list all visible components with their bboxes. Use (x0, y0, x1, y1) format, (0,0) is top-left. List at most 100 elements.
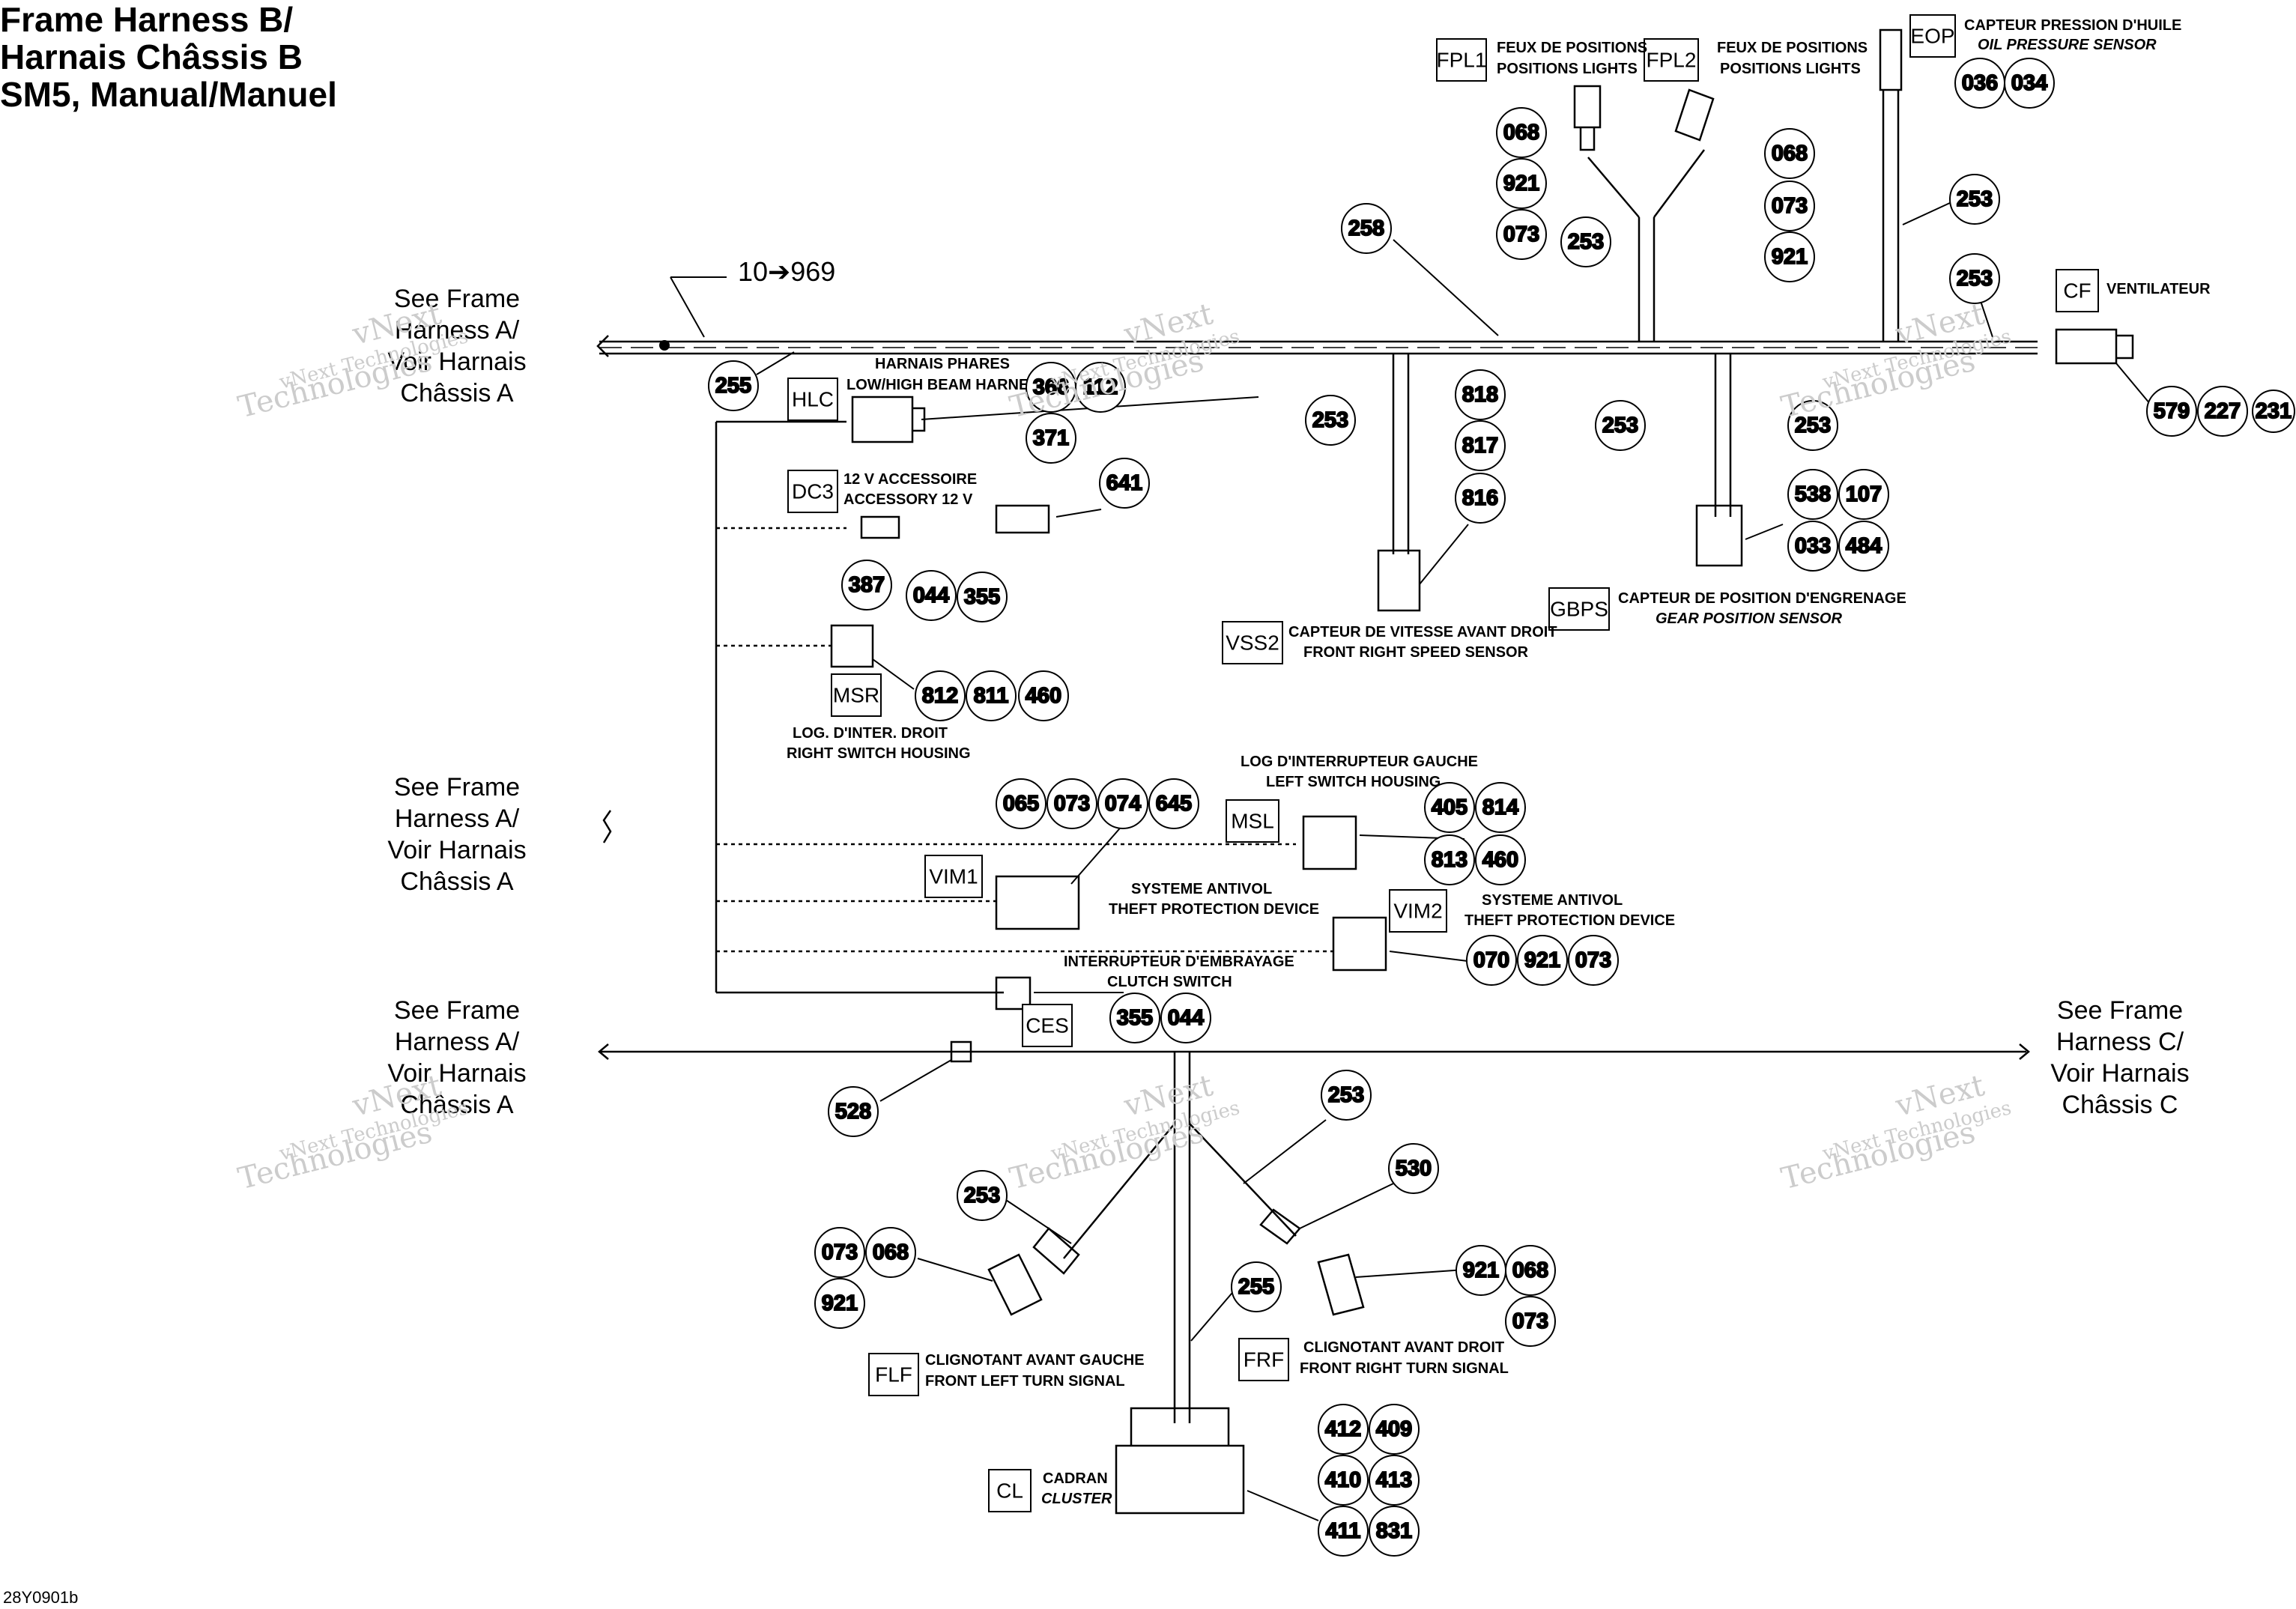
cl-code: CL (996, 1479, 1023, 1503)
part-bubble (1388, 1143, 1439, 1194)
part-bubble (966, 670, 1017, 721)
cf-connector-shape (2055, 328, 2134, 365)
leader-253b (1902, 201, 1952, 225)
msl-label-fr: LOG D'INTERRUPTEUR GAUCHE (1241, 754, 1478, 770)
fpl1-code: FPL1 (1437, 49, 1487, 72)
part-number: 070 (1473, 948, 1509, 972)
leader-816 (1419, 524, 1469, 585)
part-number: 034 (2011, 71, 2047, 95)
part-bubble (1455, 369, 1506, 420)
gbps-label-en: GEAR POSITION SENSOR (1656, 610, 1842, 627)
part-bubble (1321, 1070, 1372, 1121)
part-number: 530 (1396, 1157, 1432, 1181)
fpl1-label-fr: FEUX DE POSITIONS (1497, 40, 1647, 56)
leader-gbps (1745, 524, 1784, 540)
ces-code-box (1022, 1004, 1073, 1047)
ref-line: See Frame (393, 773, 521, 802)
part-bubble (1099, 458, 1150, 509)
part-bubble (915, 670, 966, 721)
vim2-code: VIM2 (1393, 900, 1442, 923)
ref-line: Harness C/ (2056, 1028, 2184, 1056)
fpl2-label-en: POSITIONS LIGHTS (1720, 61, 1861, 77)
part-number: 065 (1003, 792, 1039, 816)
part-number: 255 (715, 374, 751, 398)
part-bubble (1505, 1245, 1556, 1296)
part-bubble (1949, 174, 2000, 225)
part-bubble (814, 1227, 865, 1278)
ref-line: Châssis A (400, 379, 514, 407)
part-bubble (2197, 386, 2248, 437)
ref-line: Voir Harnais (387, 348, 527, 376)
harness-break-right-bottom (2019, 1043, 2030, 1060)
part-number: 253 (1602, 413, 1638, 437)
leader-vim2 (1389, 951, 1480, 963)
part-bubble (1560, 216, 1611, 267)
frf-label-fr: CLIGNOTANT AVANT DROIT (1303, 1339, 1504, 1356)
ref-line: Châssis A (400, 1091, 514, 1119)
part-number: 410 (1325, 1468, 1361, 1492)
part-bubble (2252, 390, 2295, 433)
part-number: 411 (1326, 1519, 1361, 1543)
vim1-label-en: THEFT PROTECTION DEVICE (1109, 901, 1319, 918)
msl-label-en: LEFT SWITCH HOUSING (1266, 774, 1441, 790)
part-number: 818 (1462, 383, 1498, 407)
part-number: 255 (1238, 1275, 1274, 1299)
part-bubble (841, 560, 892, 610)
dc3-code-box (787, 470, 838, 513)
part-bubble (1496, 107, 1547, 158)
leader-msr (872, 658, 915, 690)
part-bubble (2146, 386, 2197, 437)
ref-line: See Frame (393, 285, 521, 313)
ref-line: Voir Harnais (387, 836, 527, 864)
part-bubble (1568, 935, 1619, 986)
msr-connector-shape (830, 624, 874, 668)
hlc-code-box (787, 378, 838, 421)
part-bubble (1369, 1455, 1420, 1506)
leader-255a (756, 351, 795, 375)
vim2-connector-shape (1332, 916, 1387, 972)
part-number: 068 (1772, 142, 1808, 166)
part-number: 366 (1033, 375, 1069, 399)
part-number: 068 (1512, 1258, 1548, 1282)
part-bubble (1455, 473, 1506, 524)
part-number: 044 (913, 584, 949, 607)
gbps-code: GBPS (1550, 598, 1608, 621)
leader-cl (1247, 1490, 1319, 1521)
part-number: 817 (1462, 434, 1498, 458)
fpl2-label-fr: FEUX DE POSITIONS (1717, 40, 1868, 56)
vss2-code-box (1222, 621, 1283, 664)
ces-label-en: CLUTCH SWITCH (1107, 974, 1232, 990)
part-bubble (865, 1227, 916, 1278)
part-bubble (1764, 128, 1815, 179)
vim1-connector-shape (995, 875, 1080, 930)
part-bubble (1595, 400, 1646, 451)
leader-flf (917, 1258, 993, 1282)
part-number: 813 (1432, 848, 1467, 872)
part-number: 074 (1105, 792, 1141, 816)
part-bubble (1475, 782, 1526, 833)
part-number: 253 (964, 1184, 1000, 1207)
vss2-label-fr: CAPTEUR DE VITESSE AVANT DROIT (1288, 624, 1557, 640)
eop-sensor-shape (1879, 28, 1903, 91)
part-number: 409 (1376, 1417, 1412, 1441)
dc3-label-fr: 12 V ACCESSOIRE (843, 471, 977, 488)
ref-line: Harness A/ (394, 316, 520, 345)
part-bubble (1097, 778, 1148, 829)
part-number: 484 (1846, 534, 1882, 558)
fpl2-code-box (1644, 38, 1699, 82)
part-number: 921 (1463, 1258, 1499, 1282)
part-number: 068 (873, 1240, 909, 1264)
frf-label-en: FRONT RIGHT TURN SIGNAL (1300, 1360, 1509, 1377)
part-bubble (1026, 413, 1076, 464)
part-bubble (1496, 209, 1547, 260)
cl-code-box (988, 1469, 1032, 1512)
part-number: 921 (822, 1291, 858, 1315)
part-bubble (1475, 834, 1526, 885)
part-bubble (1764, 231, 1815, 282)
ref-harness-a-middle: See Frame Harness A/ Voir Harnais Châssi… (367, 772, 547, 897)
hlc-code: HLC (792, 388, 834, 411)
part-number: 387 (849, 573, 885, 597)
fpl1-label-en: POSITIONS LIGHTS (1497, 61, 1638, 77)
part-number: 253 (1957, 267, 1993, 291)
